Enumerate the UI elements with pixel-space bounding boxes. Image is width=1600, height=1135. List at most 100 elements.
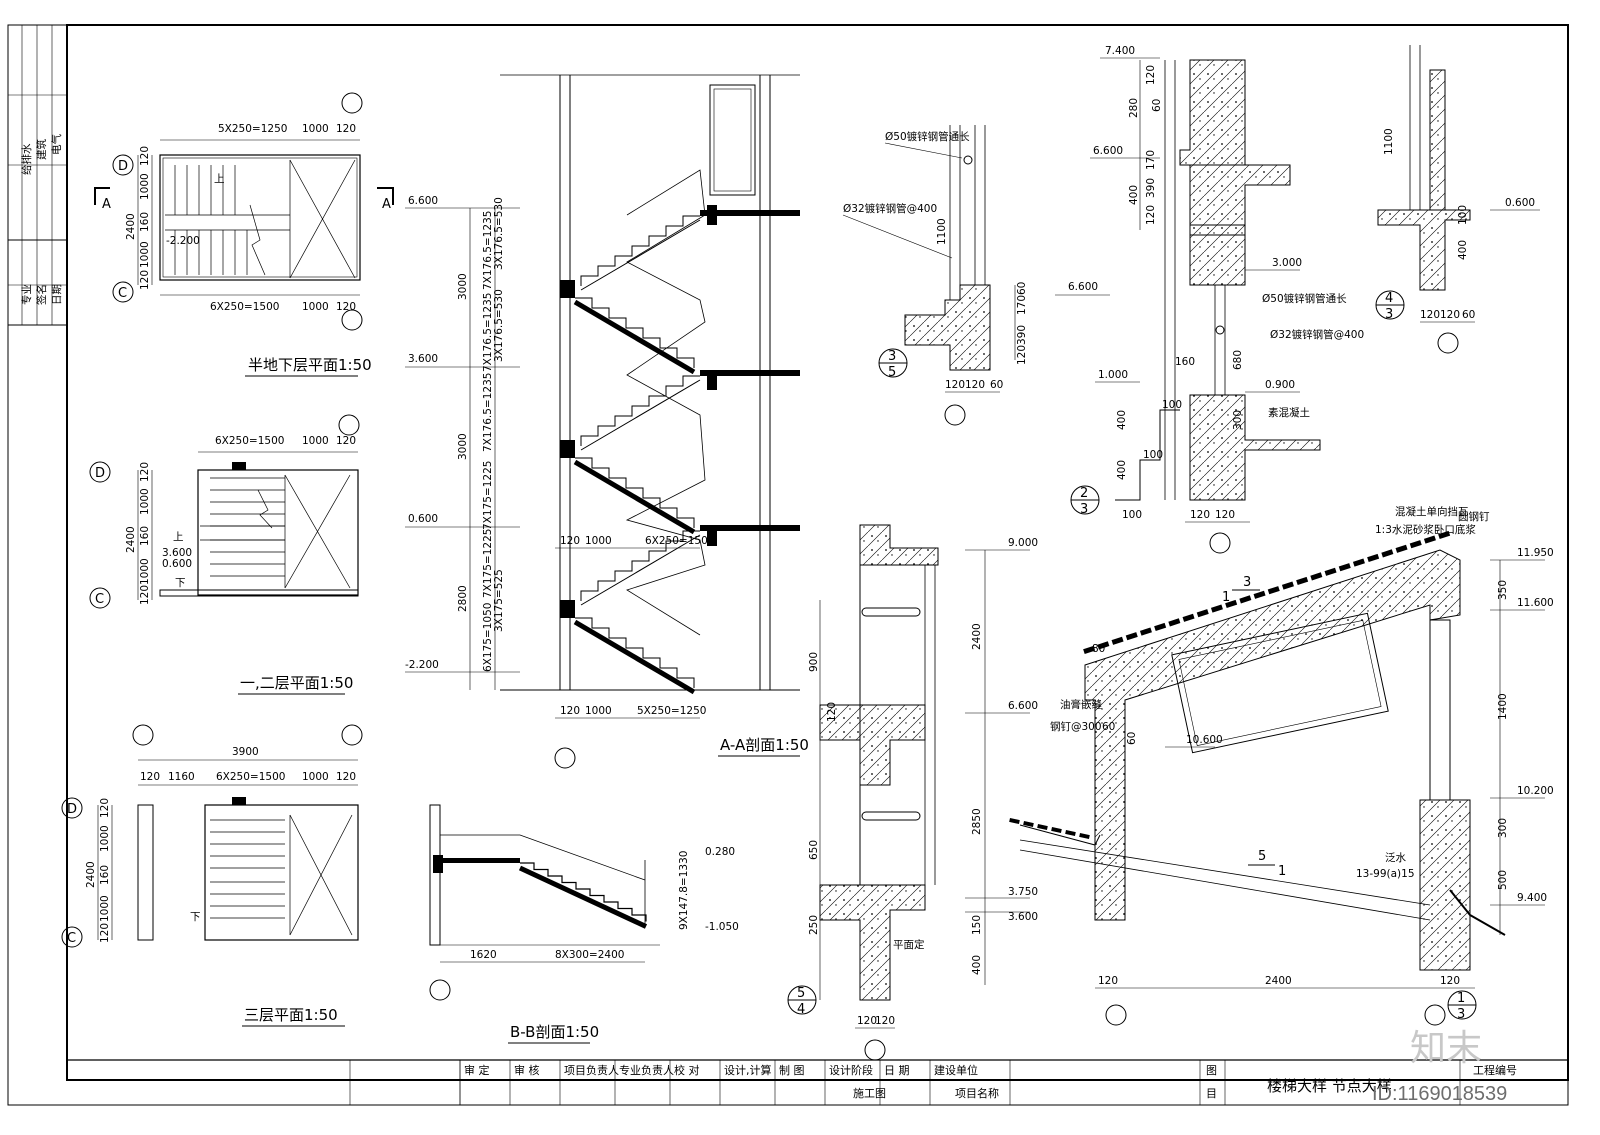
title-block-role: 日 期 — [884, 1064, 910, 1077]
dim: 400 — [1457, 240, 1469, 260]
note: 圆钢钉 — [1458, 510, 1490, 523]
dim: 400 — [1116, 460, 1128, 480]
dim: 1000 — [139, 241, 151, 268]
level: 3.000 — [1272, 257, 1302, 269]
level: 0.600 — [408, 513, 438, 525]
level: 9.000 — [1008, 537, 1038, 549]
note: 钢钉@300 — [1050, 720, 1102, 733]
dim: 3000 — [457, 433, 469, 460]
dim: 6X175=1050 — [482, 603, 494, 672]
dim: 2400 — [971, 623, 983, 650]
dim: 120 — [1145, 205, 1157, 225]
level: 11.600 — [1517, 597, 1554, 609]
dim: 120 — [826, 702, 838, 722]
title-block-role: 审 核 — [514, 1063, 540, 1077]
detail-1-3: 11.950 11.600 10.600 10.200 9.400 350 14… — [1009, 505, 1554, 1026]
detail-5-3: Ø50镀锌钢管通长 Ø32镀锌钢管@400 1100 60 170 390 12… — [842, 125, 1110, 426]
dim: 2400 — [85, 861, 97, 888]
note: Ø50镀锌钢管通长 — [885, 130, 970, 143]
detail-marker: 4 — [797, 1002, 805, 1017]
roof-tile — [1154, 622, 1167, 632]
dim: 160 — [139, 212, 151, 232]
plan-title: 一,二层平面1:50 — [240, 674, 353, 692]
slope: 1 — [1278, 864, 1286, 879]
detail-5-4: 9.000 6.600 3.750 3.600 2400 2850 150 40… — [787, 524, 1038, 1061]
dim: 5X250=1250 — [218, 123, 287, 135]
plan-basement: 5X250=1250 1000 120 6X250=1500 1000 120 … — [94, 92, 394, 377]
dim: 120 — [99, 923, 111, 943]
dim: 2400 — [1265, 975, 1292, 987]
down-label: 下 — [190, 911, 201, 923]
roof-tile — [1023, 821, 1034, 827]
dim: 680 — [1232, 350, 1244, 370]
dim: 390 — [1145, 178, 1157, 198]
dim: 120 — [140, 771, 160, 783]
image-id: ID:1169018539 — [1372, 1083, 1507, 1105]
title-block-role: 专业负责人 — [619, 1063, 674, 1077]
dim: 1160 — [168, 771, 195, 783]
level: 6.600 — [1008, 700, 1038, 712]
dim: 3X175=525 — [493, 569, 505, 632]
dim: 1000 — [139, 488, 151, 515]
dim: 400 — [1128, 185, 1140, 205]
plan-title: 三层平面1:50 — [244, 1006, 338, 1024]
level: 0.280 — [705, 846, 735, 858]
up-label: 上 — [214, 173, 225, 185]
level: 1.000 — [1098, 369, 1128, 381]
dim: 1000 — [302, 123, 329, 135]
strip-label: 专业 — [20, 284, 33, 305]
title-block-role: 建设单位 — [934, 1063, 978, 1077]
dim: 120 — [1420, 309, 1440, 321]
stair-slab — [573, 459, 696, 535]
roof-tile — [1324, 567, 1337, 576]
roof-tile — [1338, 563, 1351, 572]
dim: 100 — [1122, 509, 1142, 521]
level: 11.950 — [1517, 547, 1554, 559]
dim: 1000 — [139, 558, 151, 585]
dim: 160 — [139, 526, 151, 546]
roof-tile — [1267, 586, 1280, 595]
dim: 2850 — [971, 808, 983, 835]
dim: 3X176.5=530 — [493, 197, 505, 270]
roof-tile — [1438, 530, 1451, 540]
dim: 80 — [1092, 643, 1105, 655]
axis-label: D — [95, 466, 105, 481]
roof-tile — [1111, 636, 1124, 645]
dim: 120 — [1098, 975, 1118, 987]
dim: 120 — [875, 1015, 895, 1027]
dim: 9X147.8=1330 — [678, 851, 690, 930]
dim: 150 — [971, 915, 983, 935]
dim: 5X250=1250 — [637, 705, 706, 717]
dim: 60 — [1151, 99, 1163, 112]
level: 0.600 — [1505, 197, 1535, 209]
design-stage: 施工图 — [853, 1087, 886, 1100]
dim: 7X175=1225 — [482, 461, 494, 530]
dim: 900 — [808, 652, 820, 672]
dim: 120 — [1145, 65, 1157, 85]
stair-flight — [575, 297, 695, 368]
note: 泛水 — [1385, 852, 1407, 864]
note: 1:3水泥砂浆卧口底浆 — [1375, 523, 1476, 536]
dim: 1620 — [470, 949, 497, 961]
axis-label: D — [67, 802, 77, 817]
detail-2-3: 7.400 6.600 3.000 1.000 0.900 Ø50镀锌钢管通长 … — [1070, 45, 1364, 554]
strip-label: 签名 — [35, 284, 48, 305]
dim: 1000 — [585, 705, 612, 717]
dim: 60 — [1126, 732, 1138, 745]
dim: 100 — [1162, 399, 1182, 411]
dim: 120 — [945, 379, 965, 391]
title-block: 审 定审 核项目负责人专业负责人校 对设计,计算制 图设计阶段日 期建设单位 施… — [67, 1027, 1568, 1105]
roof-tile — [1009, 817, 1020, 824]
level: 9.400 — [1517, 892, 1547, 904]
dim: 1000 — [302, 435, 329, 447]
title-block-role: 审 定 — [464, 1063, 490, 1077]
roof-tile — [1125, 632, 1138, 641]
note: 平面定 — [893, 938, 925, 951]
title-block-role: 项目负责人 — [564, 1063, 619, 1077]
dim: 1000 — [99, 895, 111, 922]
roof-tile — [1079, 833, 1090, 839]
detail-marker: 3 — [1080, 502, 1088, 517]
dim: 6X250=1500 — [645, 535, 714, 547]
dim: 120 — [560, 705, 580, 717]
dim: 1100 — [936, 218, 948, 245]
